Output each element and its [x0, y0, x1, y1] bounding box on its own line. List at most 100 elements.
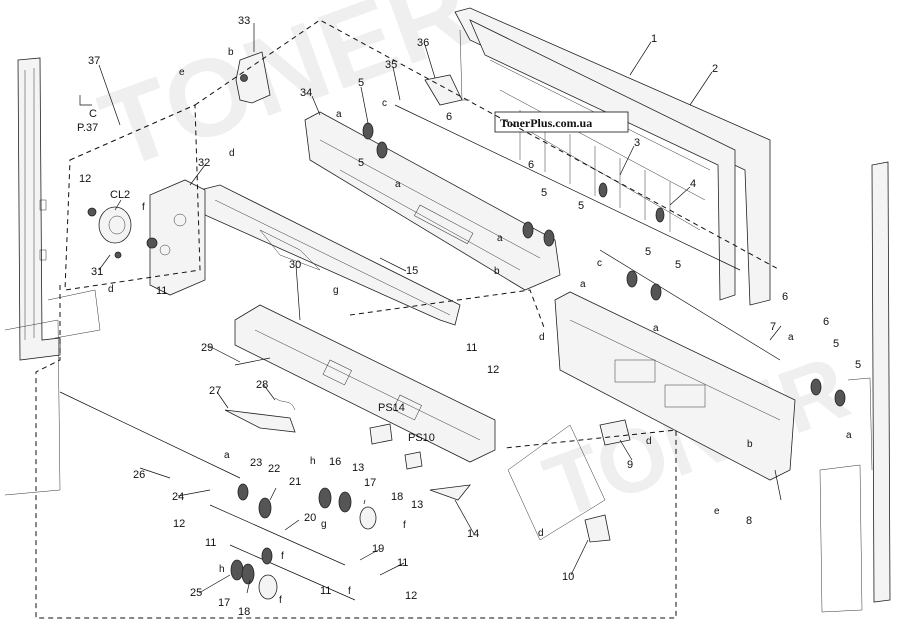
callout-letter: a: [653, 323, 659, 334]
callout: 11: [397, 557, 408, 569]
upper-guide-unit: [454, 7, 771, 306]
reference-c: C: [89, 108, 97, 120]
right-side-frame: [819, 161, 891, 613]
callout: 12: [79, 173, 91, 185]
callout: 2: [712, 63, 718, 75]
left-side-frame: [4, 57, 101, 496]
callout: 11: [156, 285, 167, 297]
callout-letter: h: [310, 456, 316, 467]
callout: 16: [329, 456, 341, 468]
callout-letter: d: [538, 528, 544, 539]
bracket-33: [235, 51, 271, 104]
callout-letter: a: [497, 233, 503, 244]
callout-letter: d: [108, 284, 114, 295]
callout: 6: [823, 316, 829, 328]
callout: 11: [466, 342, 477, 354]
callout: 30: [289, 259, 301, 271]
callout: 31: [91, 266, 103, 278]
callout-letter: a: [580, 279, 586, 290]
callout: 5: [833, 338, 839, 350]
label-ps14: PS14: [378, 402, 405, 414]
callout-letter: f: [403, 520, 406, 531]
watermark-text: TONER: [86, 0, 488, 193]
callout: 8: [746, 515, 752, 527]
rollers: [362, 122, 846, 407]
callout-letter: b: [747, 439, 753, 450]
central-frame-plate: [234, 304, 496, 463]
callout-letter: a: [336, 109, 342, 120]
callout: 5: [645, 246, 651, 258]
callout: 1: [651, 33, 657, 45]
callout: 36: [417, 37, 429, 49]
callout: 6: [528, 159, 534, 171]
callout-letter: a: [788, 332, 794, 343]
callout: 5: [358, 77, 364, 89]
drive-bracket: [146, 179, 206, 296]
callout: 26: [133, 469, 145, 481]
reference-page: P.37: [77, 122, 98, 134]
callout: 12: [487, 364, 499, 376]
callout: 18: [391, 491, 403, 503]
brand-label: TonerPlus.com.ua: [494, 111, 629, 133]
callout: 13: [411, 499, 423, 511]
lower-gears: [230, 483, 377, 600]
callout: 34: [300, 87, 312, 99]
callout-letter: a: [224, 450, 230, 461]
callout: 6: [782, 291, 788, 303]
callout: 11: [205, 537, 216, 549]
callout: 19: [372, 543, 384, 555]
callout-letter: a: [395, 179, 401, 190]
callout: 9: [627, 459, 633, 471]
callout: 5: [541, 187, 547, 199]
reference-group: 37 C P.37: [77, 55, 100, 134]
callout-letter: d: [646, 436, 652, 447]
callout: 15: [406, 265, 418, 277]
callout-37: 37: [88, 55, 100, 67]
callout: 27: [209, 385, 221, 397]
callout-letter: b: [228, 47, 234, 58]
callout: 5: [855, 359, 861, 371]
callout: 10: [562, 571, 574, 583]
callout-letter: f: [348, 586, 351, 597]
shafts: [59, 104, 781, 601]
callout: 14: [467, 528, 479, 540]
bracket-36: [424, 74, 463, 106]
callout-letter: e: [714, 506, 720, 517]
callout: 29: [201, 342, 213, 354]
callout: 7: [770, 321, 776, 333]
letter-callouts: a a a a a a a a b b b c c d d d d d e e …: [108, 47, 852, 606]
label-ps10: PS10: [408, 432, 435, 444]
callout-letter: d: [539, 332, 545, 343]
callout: 17: [364, 477, 376, 489]
right-guide-plate: [554, 291, 796, 481]
callout: 24: [172, 491, 184, 503]
callout-letter: c: [597, 258, 602, 269]
dashed-boundaries: [35, 19, 781, 619]
callout: 6: [446, 111, 452, 123]
callout-letter: a: [846, 430, 852, 441]
clutch-cl2: [87, 206, 132, 259]
callout: 11: [320, 585, 331, 597]
brand-text: TonerPlus.com.ua: [500, 116, 592, 130]
callout-letter: g: [333, 285, 339, 296]
callout: 32: [198, 157, 210, 169]
callout: 17: [218, 597, 230, 609]
callout-letter: g: [321, 519, 327, 530]
callout: 21: [289, 476, 301, 488]
callout: 22: [268, 463, 280, 475]
callout: 12: [173, 518, 185, 530]
callout: 13: [352, 462, 364, 474]
callout-letter: b: [494, 266, 500, 277]
callout: 18: [238, 606, 250, 618]
callout: 35: [385, 59, 397, 71]
part-callouts: 1 2 3 4 5 5 5 5 5 5 5 5 6 6 6 6 7 8 9 10…: [79, 15, 861, 618]
callout-letter: e: [179, 67, 185, 78]
callout: 28: [256, 379, 268, 391]
callout: 3: [634, 137, 640, 149]
callout-letter: c: [382, 98, 387, 109]
callout-letter: h: [219, 564, 225, 575]
callout: 5: [675, 259, 681, 271]
callout: 33: [238, 15, 250, 27]
lower-guide-plate: [304, 111, 561, 291]
callout-letter: f: [142, 202, 145, 213]
